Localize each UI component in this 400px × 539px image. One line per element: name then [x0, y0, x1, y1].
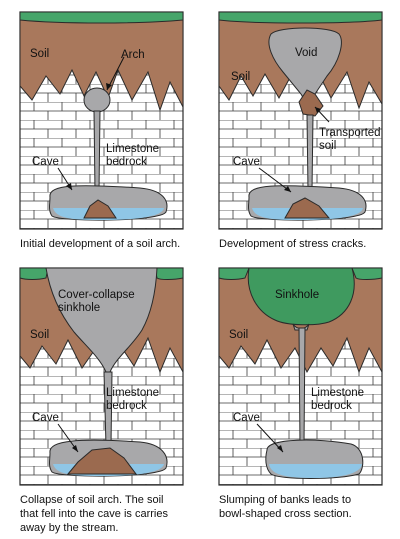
- panel-2-caption: Development of stress cracks.: [219, 238, 366, 250]
- cave-label: Cave: [32, 412, 59, 424]
- sinkhole-label: Sinkhole: [275, 289, 319, 301]
- cave-pointer: [258, 167, 292, 193]
- grass-strip: [218, 11, 383, 24]
- cave-label: Cave: [233, 412, 260, 424]
- soil-label: Soil: [30, 48, 49, 60]
- cave-arrowhead: [277, 445, 283, 452]
- fallen-soil: [66, 447, 137, 475]
- soil-arch: [83, 87, 111, 113]
- panel-1-caption: Initial development of a soil arch.: [20, 238, 180, 250]
- fallen-soil: [284, 197, 331, 219]
- arch-arrowhead: [106, 83, 112, 90]
- void-label: Void: [295, 47, 317, 59]
- arch-label: Arch: [121, 49, 145, 61]
- cave-label: Cave: [233, 156, 260, 168]
- stress-crack: [306, 114, 314, 191]
- fallen-soil: [83, 199, 117, 219]
- void: [268, 27, 342, 101]
- grass-strip: [19, 267, 184, 280]
- transported-arrowhead: [315, 107, 321, 113]
- cave-arrowhead: [284, 186, 291, 192]
- bowl-sinkhole: [247, 267, 355, 326]
- soil-label: Soil: [231, 71, 250, 83]
- stress-crack: [298, 327, 306, 447]
- cave-arrowhead: [66, 183, 72, 190]
- cave-label: Cave: [32, 156, 59, 168]
- cave-stream: [269, 464, 362, 478]
- grass-strip: [19, 11, 184, 24]
- grass-strip: [218, 267, 383, 280]
- soil-label: Soil: [229, 329, 248, 341]
- stress-crack: [93, 110, 101, 193]
- soil-label: Soil: [30, 329, 49, 341]
- cave-arrowhead: [72, 445, 78, 452]
